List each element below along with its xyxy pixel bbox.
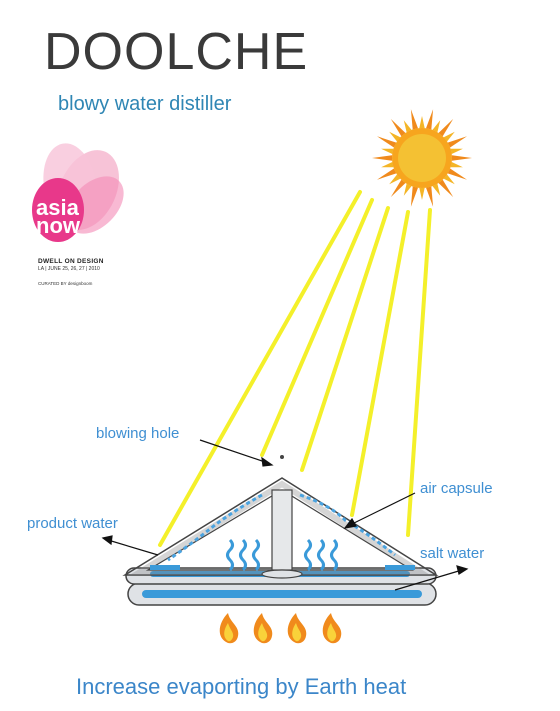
page-subtitle: blowy water distiller: [58, 93, 232, 115]
sun-spike: [381, 148, 394, 154]
sun-spike: [403, 183, 412, 196]
curated-by: CURATED BY designboom: [38, 281, 93, 286]
sun-spike: [372, 155, 393, 161]
sun-spike: [438, 179, 454, 198]
sun-spike: [389, 174, 401, 185]
logo-word-asia: asia: [36, 195, 79, 220]
label-arrows: [101, 439, 469, 591]
vapor-waves: [226, 538, 338, 572]
sun-spike: [447, 168, 467, 180]
page-title: DOOLCHE: [44, 23, 309, 81]
label-blowing-hole: blowing hole: [96, 425, 180, 442]
sun-spike: [447, 136, 467, 148]
sun-spike: [443, 174, 455, 185]
sun-spike: [403, 120, 412, 133]
sun-spike: [450, 162, 463, 168]
label-air-capsule: air capsule: [420, 480, 493, 497]
bottom-caption: Increase evaporting by Earth heat: [76, 674, 407, 699]
logo-word-now: now: [36, 213, 80, 238]
sun-spike: [410, 109, 418, 130]
sun-spike: [419, 187, 425, 200]
sun-spike: [426, 109, 434, 130]
flame-icon: [219, 613, 342, 644]
sun-spike: [390, 118, 406, 137]
label-product-water: product water: [27, 515, 118, 532]
sun-spike: [432, 183, 441, 196]
sun-beams: [158, 190, 432, 547]
sun-spike: [377, 136, 397, 148]
sun-spike: [390, 179, 406, 198]
sun-spike: [451, 155, 472, 161]
sun-spike: [419, 116, 425, 129]
sun-spike: [450, 148, 463, 154]
sun-spike: [389, 131, 401, 142]
sun-spike: [381, 162, 394, 168]
sun-spike: [426, 186, 434, 207]
sun-spike: [410, 186, 418, 207]
sun-spike: [377, 168, 397, 180]
sun-spike: [432, 120, 441, 133]
event-name: DWELL ON DESIGN: [38, 258, 104, 265]
sun-icon: [372, 109, 472, 207]
lotus-logo-icon: [32, 143, 124, 242]
sun-spike: [438, 118, 454, 137]
distiller-body: [122, 455, 439, 585]
event-dates: LA | JUNE 25, 26, 27 | 2010: [38, 266, 100, 272]
label-salt-water: salt water: [420, 545, 485, 562]
base-tray: [127, 582, 437, 606]
sun-spike: [443, 131, 455, 142]
